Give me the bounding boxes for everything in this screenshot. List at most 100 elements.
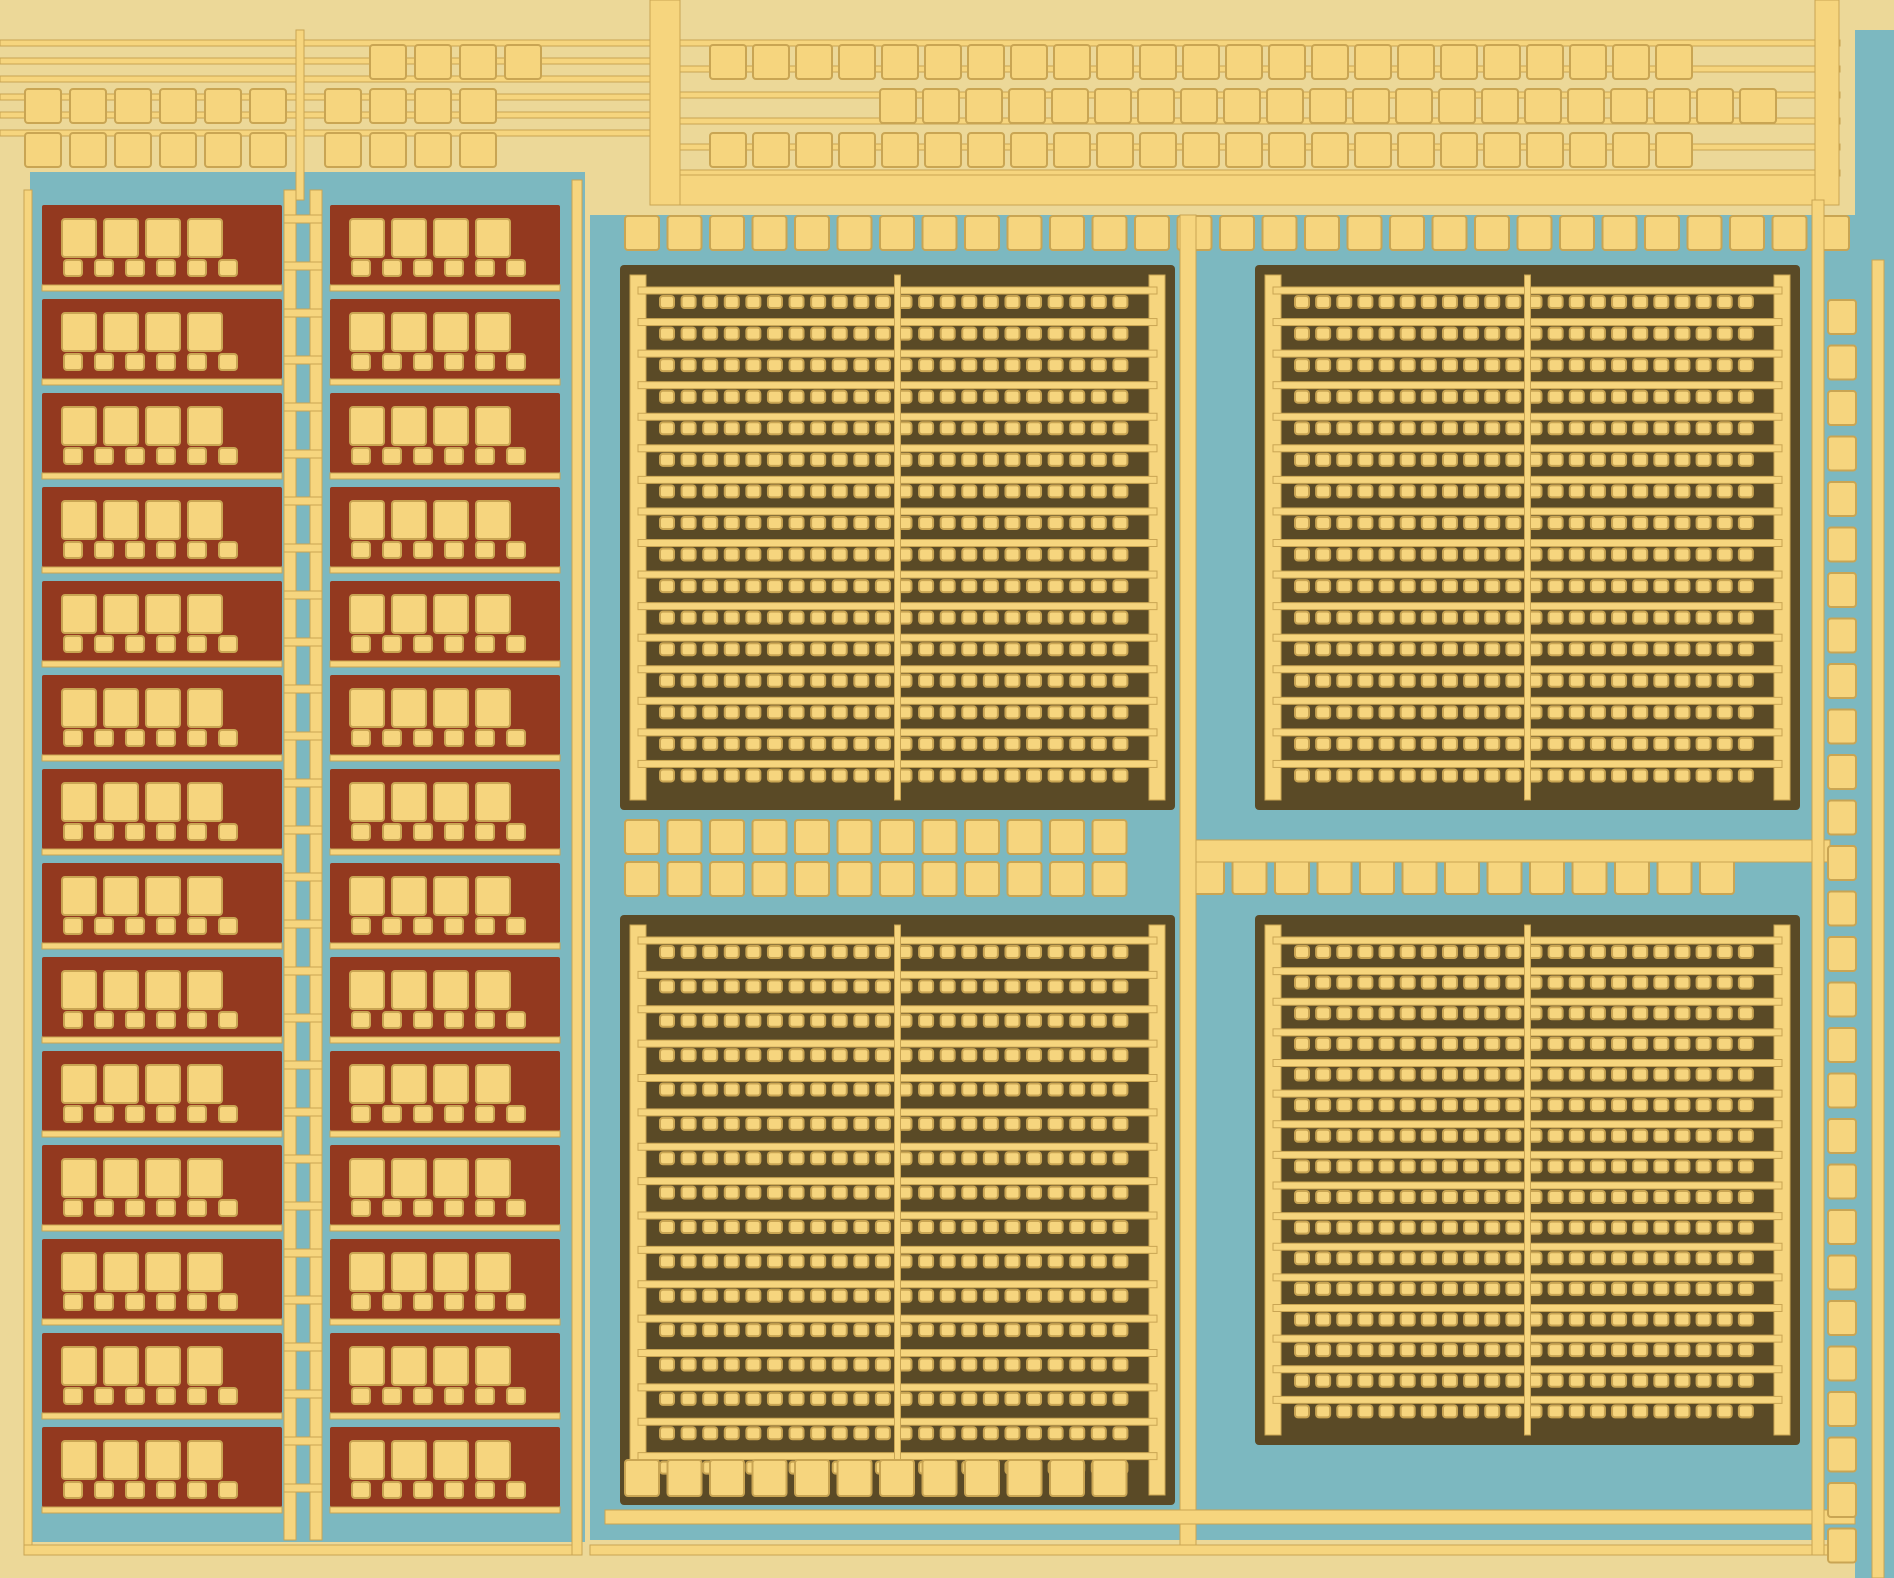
cell-contact [103, 1440, 139, 1480]
cell-contact [391, 782, 427, 822]
capacitor-via [1069, 1288, 1086, 1303]
capacitor-via [1716, 1373, 1733, 1388]
top-pad [1053, 44, 1091, 80]
capacitor-via [702, 1323, 719, 1338]
capacitor-via [1420, 547, 1437, 562]
capacitor-via [1047, 1151, 1064, 1166]
capacitor-via [1589, 768, 1606, 783]
middle-pad [1091, 819, 1128, 855]
bottom-pad [794, 1459, 830, 1497]
capacitor-via [918, 1288, 935, 1303]
capacitor-via [1336, 610, 1353, 625]
capacitor-via [1378, 1159, 1395, 1174]
capacitor-via [1399, 389, 1416, 404]
capacitor-via [961, 579, 978, 594]
capacitor-via [982, 389, 999, 404]
cell-ladder-spine [309, 189, 323, 1541]
capacitor-via [1737, 1281, 1754, 1296]
capacitor-via [918, 1426, 935, 1441]
cell-rail [41, 1318, 283, 1326]
cell-contact-small [475, 353, 495, 371]
cell-contact-small [63, 259, 83, 277]
top-vertical-rail [649, 0, 681, 206]
top-pad [459, 88, 497, 124]
capacitor-via [831, 768, 848, 783]
top-pad [1440, 44, 1478, 80]
capacitor-via [918, 979, 935, 994]
capacitor-via [1737, 579, 1754, 594]
capacitor-via [1026, 1048, 1043, 1063]
capacitor-via [723, 610, 740, 625]
cell-contact-small [444, 447, 464, 465]
cell-contact [187, 1440, 223, 1480]
capacitor-via [1357, 358, 1374, 373]
cell-contact-small [125, 447, 145, 465]
capacitor-via [1026, 1151, 1043, 1166]
capacitor-via [1069, 1426, 1086, 1441]
capacitor-via [982, 421, 999, 436]
capacitor-via [1695, 1281, 1712, 1296]
capacitor-via [1294, 945, 1310, 959]
capacitor-via [1547, 705, 1564, 720]
capacitor-via [680, 579, 697, 594]
cell-rail [329, 754, 561, 762]
capacitor-via [961, 1151, 978, 1166]
capacitor-via [1695, 1006, 1712, 1021]
capacitor-via [1336, 1404, 1353, 1419]
cell-contact-small [125, 635, 145, 653]
capacitor-via [1589, 295, 1606, 309]
cell-contact [187, 782, 223, 822]
capacitor-via [766, 1116, 783, 1131]
row-pad [666, 215, 703, 251]
capacitor-via [1378, 484, 1395, 499]
capacitor-via [1294, 1312, 1310, 1327]
capacitor-via [831, 1391, 848, 1406]
capacitor-via [680, 484, 697, 499]
capacitor-via [1484, 1006, 1501, 1021]
capacitor-via [1357, 579, 1374, 594]
capacitor-via [1716, 1343, 1733, 1358]
capacitor-via [659, 1048, 675, 1063]
capacitor-via [1069, 1185, 1086, 1200]
capacitor-via [1695, 295, 1712, 309]
capacitor-via [939, 579, 956, 594]
capacitor-via [1069, 515, 1086, 530]
bottom-pad [751, 1459, 788, 1497]
capacitor-via [853, 484, 870, 499]
capacitor-via [1420, 326, 1437, 341]
capacitor-via [1463, 515, 1480, 530]
capacitor-via [1004, 358, 1021, 373]
capacitor-via [680, 389, 697, 404]
middle-pad [1231, 859, 1268, 895]
capacitor-via [1716, 1404, 1733, 1419]
capacitor-via [939, 484, 956, 499]
capacitor-via [853, 768, 870, 783]
capacitor-via [766, 945, 783, 959]
capacitor-via [1737, 610, 1754, 625]
cell-contact [391, 1346, 427, 1386]
capacitor-via [1653, 1036, 1670, 1051]
cell-rail [329, 1412, 561, 1420]
capacitor-via [1378, 1373, 1395, 1388]
capacitor-via [1589, 547, 1606, 562]
capacitor-via [1674, 1190, 1691, 1204]
capacitor-via [874, 389, 891, 404]
capacitor-via [874, 421, 891, 436]
row-pad [1006, 215, 1043, 251]
center-vertical-rail [1179, 214, 1197, 1556]
cell-contact-small [156, 917, 176, 935]
capacitor-via [1441, 1343, 1458, 1358]
cell-contact [145, 312, 181, 352]
capacitor-via [831, 421, 848, 436]
capacitor-via [1674, 736, 1691, 751]
capacitor-via [1716, 1036, 1733, 1051]
capacitor-via [1315, 1312, 1332, 1327]
cell-contact [145, 1158, 181, 1198]
capacitor-via [1294, 484, 1310, 499]
capacitor-via [1674, 1098, 1691, 1113]
capacitor-via [1737, 768, 1754, 783]
capacitor-via [1716, 1128, 1733, 1143]
bottom-border-trace [23, 1544, 575, 1556]
right-edge-pad [1827, 799, 1857, 836]
capacitor-via [1737, 1404, 1754, 1419]
